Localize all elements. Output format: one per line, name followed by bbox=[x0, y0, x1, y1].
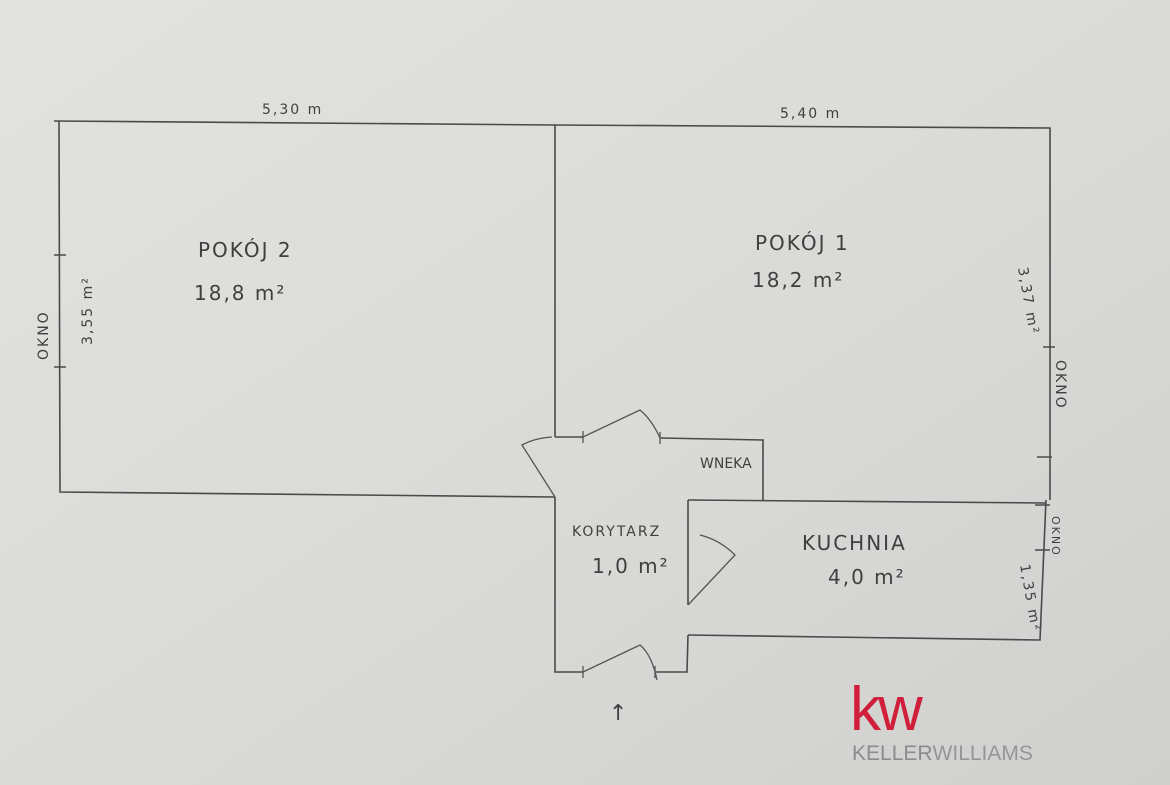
logo-williams: WILLIAMS bbox=[933, 742, 1033, 765]
window-label-right: OKNO bbox=[1052, 360, 1068, 410]
room-name-wneka: WNEKA bbox=[700, 456, 752, 472]
room-area-kuchnia: 4,0 m² bbox=[828, 565, 906, 589]
logo-keller: KELLER bbox=[852, 742, 933, 765]
room-area-korytarz: 1,0 m² bbox=[592, 554, 670, 578]
door-kuchnia bbox=[687, 534, 736, 606]
room-name-korytarz: KORYTARZ bbox=[572, 524, 661, 540]
room-area-pokoj-1: 18,2 m² bbox=[752, 268, 844, 292]
door-pokoj1 bbox=[582, 409, 661, 444]
dimension-top-left: 5,30 m bbox=[262, 102, 323, 118]
room-name-pokoj-1: POKÓJ 1 bbox=[755, 231, 850, 255]
room-area-pokoj-2: 18,8 m² bbox=[194, 281, 286, 305]
door-pokoj2 bbox=[521, 436, 556, 498]
window-label-kitchen: OKNO bbox=[1049, 516, 1062, 557]
dimension-top-right: 5,40 m bbox=[780, 106, 841, 122]
logo-wordmark: KELLERWILLIAMS bbox=[852, 742, 1033, 765]
doors bbox=[521, 409, 736, 681]
keller-williams-logo: kw KELLERWILLIAMS bbox=[850, 675, 1033, 765]
room-name-pokoj-2: POKÓJ 2 bbox=[198, 238, 293, 262]
logo-mark: kw bbox=[850, 675, 923, 744]
window-label-left: OKNO bbox=[36, 310, 52, 360]
walls bbox=[53, 120, 1055, 673]
entrance-door bbox=[582, 644, 658, 681]
entrance-arrow-icon: ↑ bbox=[609, 701, 629, 726]
dimension-left-window: 3,55 m² bbox=[80, 276, 96, 345]
room-name-kuchnia: KUCHNIA bbox=[802, 531, 907, 555]
